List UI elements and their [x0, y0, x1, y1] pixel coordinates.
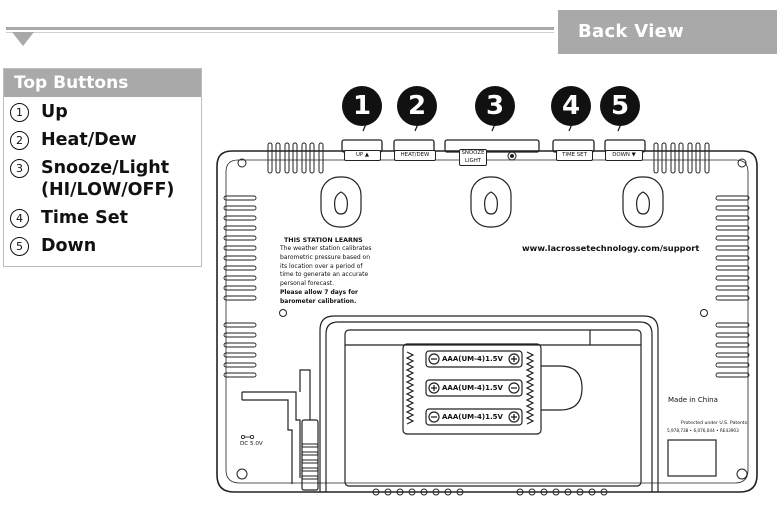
- callout-5: 5: [600, 86, 640, 126]
- support-url: www.lacrossetechnology.com/support: [522, 243, 700, 253]
- callout-1: 1: [342, 86, 382, 126]
- made-in-label: Made in China: [668, 396, 718, 404]
- battery-label-3: AAA(UM-4)1.5V: [442, 413, 503, 421]
- legend-item-time-set: 4 Time Set: [10, 207, 174, 229]
- legend-label: Down: [41, 236, 97, 256]
- station-note-title: THIS STATION LEARNS: [284, 237, 363, 244]
- callout-4: 4: [551, 86, 591, 126]
- legend-item-heat-dew: 2 Heat/Dew: [10, 129, 174, 151]
- legend-item-snooze-light: 3 Snooze/Light (HI/LOW/OFF): [10, 157, 174, 201]
- legend-title: Top Buttons: [4, 69, 201, 97]
- header-rule-thin: [6, 32, 554, 33]
- station-note-line: The weather station calibrates: [280, 245, 372, 252]
- down-button-label: DOWN ▼: [605, 150, 643, 161]
- station-note-body: The weather station calibrates barometri…: [280, 245, 375, 307]
- snooze-button-body: [444, 139, 540, 153]
- page-title: Back View: [558, 10, 777, 54]
- legend-list: 1 Up 2 Heat/Dew 3 Snooze/Light (HI/LOW/O…: [10, 101, 174, 263]
- station-note-line: personal forecast.: [280, 280, 334, 288]
- station-note-line: Please allow 7 days for: [280, 288, 358, 296]
- legend-label: Time Set: [41, 208, 128, 228]
- dc-power-label: DC 5.0V: [240, 441, 263, 447]
- snooze-light-button-label: SNOOZE LIGHT: [459, 149, 487, 166]
- legend-number: 4: [10, 209, 29, 228]
- legend-item-up: 1 Up: [10, 101, 174, 123]
- patent-line-1: Protected under U.S. Patents:: [681, 421, 749, 426]
- legend-label: Snooze/Light (HI/LOW/OFF): [41, 158, 175, 200]
- battery-label-1: AAA(UM-4)1.5V: [442, 355, 503, 363]
- legend-panel: Top Buttons 1 Up 2 Heat/Dew 3 Snooze/Lig…: [3, 68, 202, 267]
- legend-label: Up: [41, 102, 68, 122]
- heat-dew-button-label: HEAT/DEW: [394, 150, 436, 161]
- legend-number: 3: [10, 159, 29, 178]
- station-note-line: its location over a period of: [280, 262, 363, 270]
- station-note-line: barometer calibration.: [280, 297, 357, 305]
- device-outline: [216, 150, 758, 493]
- legend-number: 2: [10, 131, 29, 150]
- legend-number: 5: [10, 237, 29, 256]
- legend-number: 1: [10, 103, 29, 122]
- battery-label-2: AAA(UM-4)1.5V: [442, 384, 503, 392]
- station-note-line: barometric pressure based on: [280, 253, 371, 261]
- time-set-button-label: TIME SET: [556, 150, 593, 161]
- legend-label: Heat/Dew: [41, 130, 137, 150]
- legend-item-down: 5 Down: [10, 235, 174, 257]
- header-rule: [6, 27, 554, 30]
- down-arrow-icon: [12, 32, 34, 46]
- up-button-label: UP ▲: [344, 150, 381, 161]
- station-note-line: time to generate an accurate: [280, 271, 369, 279]
- callout-2: 2: [397, 86, 437, 126]
- callout-3: 3: [475, 86, 515, 126]
- patent-line-2: 5,978,738 • 6,076,044 • RE43903: [667, 428, 739, 433]
